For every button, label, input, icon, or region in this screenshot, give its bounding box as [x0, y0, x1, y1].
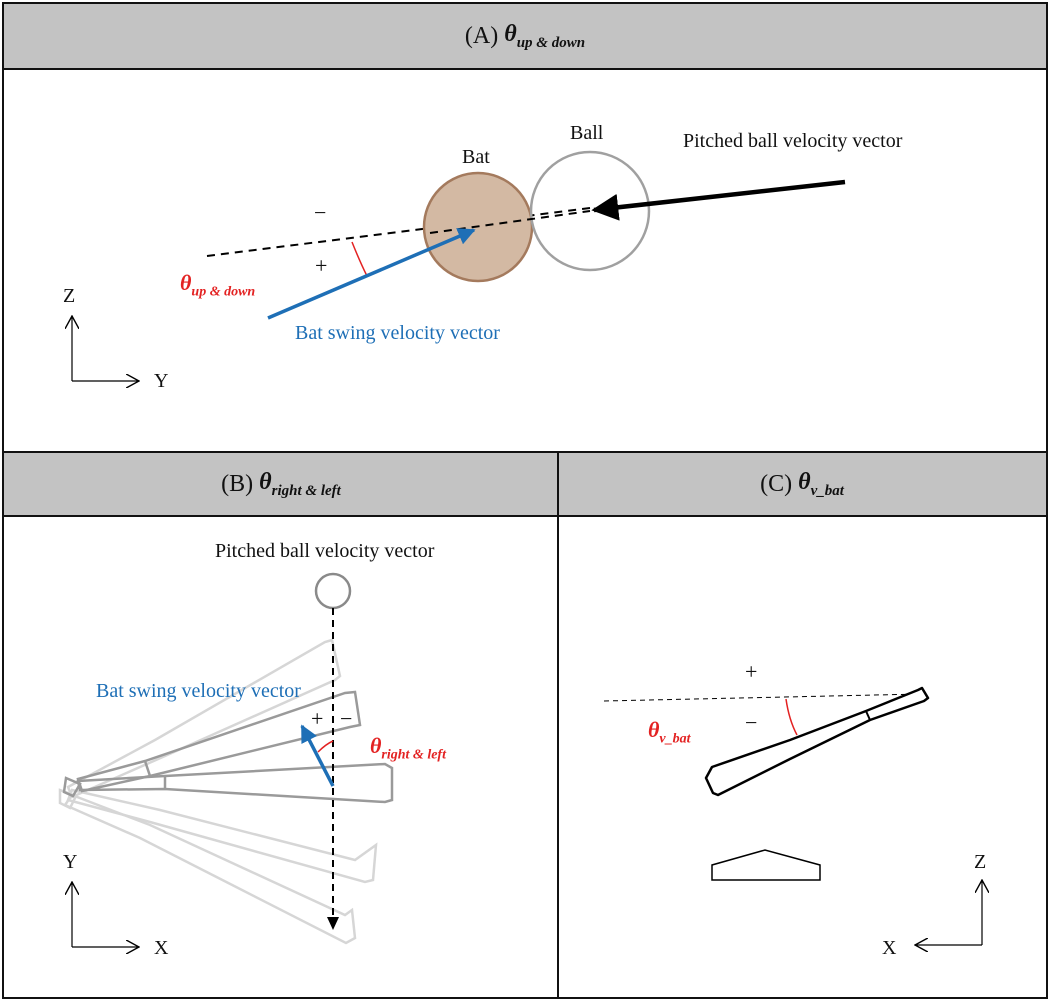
home-plate — [711, 849, 821, 881]
panel-a-prefix: (A) — [464, 22, 499, 49]
panel-a-theta-title: θup & down — [504, 20, 586, 51]
axis-z-label-c: Z — [974, 851, 987, 873]
ball-label: Ball — [570, 122, 604, 144]
panel-c-theta-title: θv_bat — [798, 468, 844, 499]
axis-y-label-a: Y — [154, 370, 169, 392]
faint-bats — [58, 638, 378, 945]
panel-c-dashed-line — [603, 693, 922, 702]
panel-a-header: (A) θup & down — [4, 4, 1046, 70]
theta-right-left-label: θright & left — [370, 733, 446, 763]
theta-v-bat-arc — [785, 698, 798, 736]
plus-sign-c: + — [745, 659, 758, 684]
axis-x-label-c: X — [882, 937, 897, 959]
theta-right-left-arc — [317, 740, 334, 753]
panel-c-prefix: (C) — [760, 470, 793, 497]
axis-x-label-b: X — [154, 937, 169, 959]
axis-z-label-a: Z — [63, 285, 76, 307]
panel-c-diagram — [603, 686, 982, 945]
pitched-label-b: Pitched ball velocity vector — [215, 540, 435, 562]
plus-sign-a: + — [315, 253, 328, 278]
axis-y-label-b: Y — [63, 851, 78, 873]
panel-b-prefix: (B) — [221, 470, 254, 497]
minus-sign-a: − — [314, 200, 327, 225]
bat-grip-line — [865, 710, 871, 721]
panel-b-diagram — [58, 572, 394, 947]
bat-label: Bat — [462, 146, 490, 168]
swing-label-b: Bat swing velocity vector — [96, 680, 301, 702]
pitched-label-a: Pitched ball velocity vector — [683, 130, 903, 152]
swing-label-a: Bat swing velocity vector — [295, 322, 500, 344]
panel-a-diagram — [72, 150, 846, 381]
plus-sign-b: + — [311, 706, 324, 731]
panel-c-header: (C) θv_bat — [558, 451, 1046, 517]
theta-v-bat-label: θv_bat — [648, 717, 691, 747]
ball-b — [314, 572, 352, 610]
theta-up-down-label: θup & down — [180, 270, 256, 300]
ball-circle — [529, 150, 651, 272]
pitched-arrowhead-b — [327, 917, 339, 930]
panel-b-header: (B) θright & left — [4, 451, 558, 517]
theta-up-down-arc — [351, 241, 368, 277]
pitched-ball-vector-a — [591, 179, 846, 221]
minus-sign-c: − — [745, 710, 758, 735]
panel-b-theta-title: θright & left — [259, 468, 341, 499]
bat-swing-vector-a — [267, 228, 476, 320]
bat-swing-vector-b — [300, 724, 335, 787]
bat-side-view — [704, 686, 930, 797]
medium-bats — [62, 690, 394, 804]
minus-sign-b: − — [340, 706, 353, 731]
